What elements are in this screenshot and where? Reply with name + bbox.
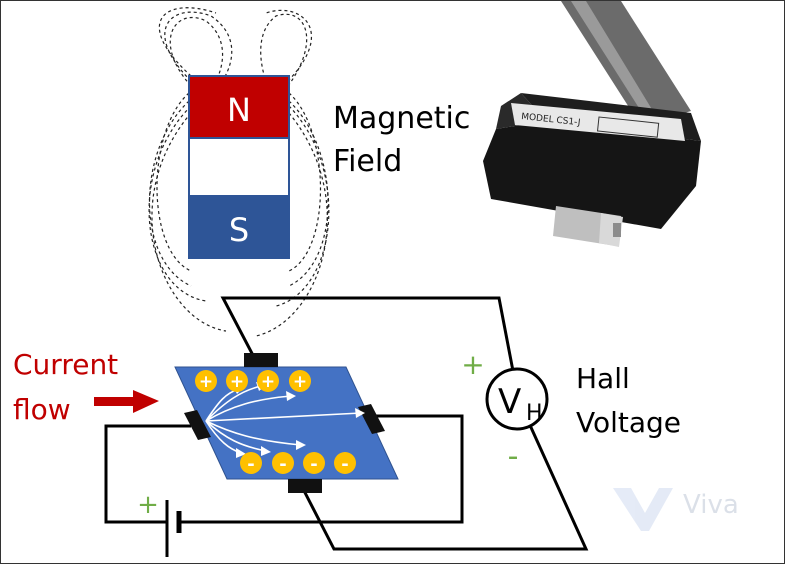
positive-charge-sign: + — [230, 372, 244, 392]
magnetic-field-label-line2: Field — [333, 144, 402, 179]
hall-plate — [174, 366, 399, 480]
negative-charge — [303, 452, 325, 474]
hall-voltage-label-line2: Voltage — [576, 406, 681, 439]
positive-charge-sign: + — [261, 372, 275, 392]
north-label: N — [227, 91, 251, 129]
hall-sensor-photo: MODEL CS1-J — [483, 1, 701, 247]
voltmeter-subscript: H — [526, 401, 543, 426]
plate-contacts — [184, 353, 385, 493]
left-contact — [184, 410, 211, 440]
bottom-contact — [288, 479, 322, 493]
magnetic-field-lines — [148, 7, 330, 337]
sensor-body — [483, 121, 701, 229]
positive-charges: + + + + — [195, 370, 311, 392]
electron-flow-arrows — [205, 385, 362, 454]
hall-voltage-label-line1: Hall — [576, 362, 630, 395]
battery-plus-sign: + — [137, 490, 159, 520]
wire-bottom-to-voltmeter — [297, 422, 589, 551]
watermark: Viva — [613, 488, 739, 531]
voltmeter-symbol: V — [498, 382, 521, 422]
circuit-wires — [104, 296, 589, 551]
top-contact — [244, 353, 278, 367]
negative-charge-sign: - — [279, 454, 286, 475]
magnet-neutral-zone — [188, 137, 290, 197]
current-flow-label-line1: Current — [13, 348, 118, 381]
positive-charge — [195, 370, 217, 392]
negative-charge — [272, 452, 294, 474]
positive-charge-sign: + — [199, 372, 213, 392]
voltage-plus-sign: + — [461, 348, 484, 381]
current-flow-label-line2: flow — [13, 393, 71, 426]
negative-charge-sign: - — [341, 454, 348, 475]
positive-charge — [226, 370, 248, 392]
battery — [165, 500, 182, 557]
negative-charges: - - - - — [240, 452, 356, 475]
right-contact — [358, 404, 385, 434]
watermark-logo-icon — [613, 488, 673, 531]
magnet-south-pole — [188, 195, 290, 259]
voltage-minus-sign: - — [508, 439, 519, 474]
current-flow-arrow — [94, 390, 159, 413]
magnetic-field-label-line1: Magnetic — [333, 101, 470, 136]
negative-charge — [240, 452, 262, 474]
positive-charge-sign: + — [293, 372, 307, 392]
wire-right-to-battery — [179, 414, 464, 524]
wire-top-to-voltmeter — [220, 296, 515, 372]
negative-charge — [334, 452, 356, 474]
south-label: S — [229, 211, 249, 249]
watermark-text: Viva — [683, 490, 739, 520]
voltmeter: V H — [485, 367, 549, 431]
negative-charge-sign: - — [310, 454, 317, 475]
positive-charge — [257, 370, 279, 392]
voltmeter-circle — [485, 367, 549, 431]
wire-left-to-battery — [104, 424, 191, 524]
positive-charge — [289, 370, 311, 392]
negative-charge-sign: - — [247, 454, 254, 475]
bar-magnet: N S — [188, 75, 290, 259]
